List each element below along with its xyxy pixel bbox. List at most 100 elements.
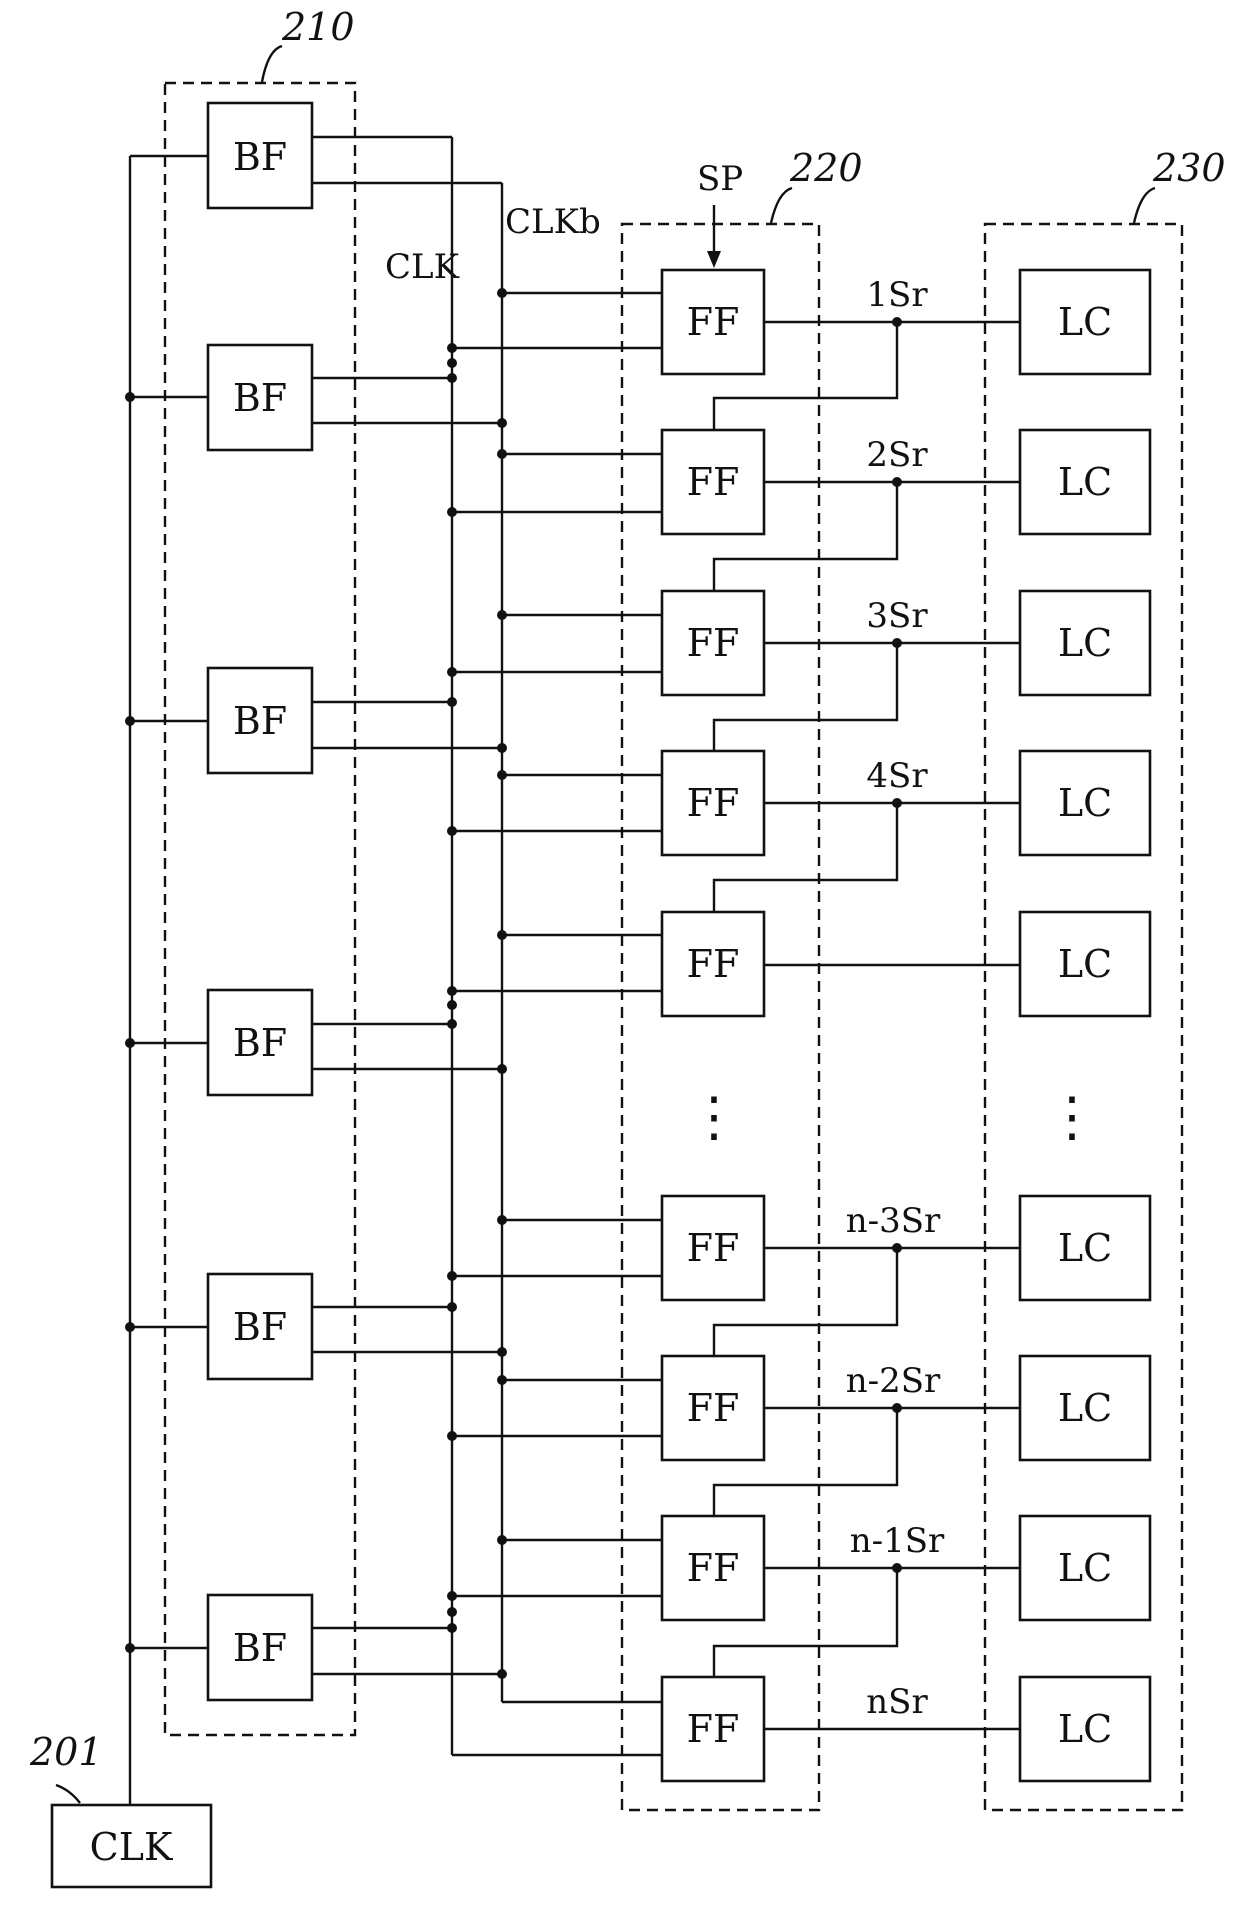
signal-label: n-1Sr (850, 1521, 945, 1561)
junction-dot (497, 1375, 507, 1385)
flipflop-label: FF (687, 1386, 740, 1430)
junction-dot (125, 1643, 135, 1653)
start-pulse-arrowhead (707, 251, 721, 268)
junction-dot (497, 1347, 507, 1357)
buffer-group-leader (262, 46, 282, 82)
buffer-1: BF (130, 103, 502, 208)
stage-n-3: FF LC n-3Sr (447, 1196, 1150, 1356)
junction-dot (497, 449, 507, 459)
junction-dot (125, 392, 135, 402)
stage-3: FF LC 3Sr (447, 591, 1150, 751)
stage-2: FF LC 2Sr (447, 430, 1150, 590)
junction-dot (497, 743, 507, 753)
junction-dot (125, 1322, 135, 1332)
signal-label: 2Sr (866, 435, 928, 475)
signal-label: 4Sr (866, 756, 928, 796)
latch-group-leader (1134, 188, 1155, 223)
junction-dot (447, 986, 457, 996)
buffer-group-ref: 210 (281, 5, 355, 49)
junction-dot (447, 1019, 457, 1029)
latch-label: LC (1058, 621, 1112, 665)
junction-dot (447, 1271, 457, 1281)
junction-dot (497, 770, 507, 780)
signal-node (892, 1403, 902, 1413)
junction-dot (447, 1431, 457, 1441)
latch-label: LC (1058, 1707, 1112, 1751)
stage-5: FF LC (447, 912, 1150, 1016)
junction-dot (447, 507, 457, 517)
buffer-label: BF (233, 1626, 287, 1670)
flipflop-ellipsis: ⋮ (687, 1085, 741, 1148)
start-pulse-label: SP (697, 159, 743, 199)
junction-dot (497, 1669, 507, 1679)
latch-label: LC (1058, 300, 1112, 344)
junction-dot (447, 373, 457, 383)
junction-dot (447, 697, 457, 707)
buffer-label: BF (233, 1305, 287, 1349)
buffer-group-outline (165, 83, 355, 1735)
buffer-label: BF (233, 699, 287, 743)
junction-dot (497, 1215, 507, 1225)
stage-n-2: FF LC n-2Sr (447, 1356, 1150, 1516)
latch-label: LC (1058, 460, 1112, 504)
latch-label: LC (1058, 942, 1112, 986)
flipflop-label: FF (687, 300, 740, 344)
flipflop-label: FF (687, 1226, 740, 1270)
junction-dot (447, 1000, 457, 1010)
stage-4: FF LC 4Sr (447, 751, 1150, 912)
stage-n-1: FF LC n-1Sr (447, 1516, 1150, 1677)
junction-dot (125, 716, 135, 726)
junction-dot (497, 418, 507, 428)
latch-ellipsis: ⋮ (1045, 1085, 1099, 1148)
flipflop-label: FF (687, 781, 740, 825)
signal-node (892, 477, 902, 487)
junction-dot (447, 667, 457, 677)
latch-label: LC (1058, 1226, 1112, 1270)
signal-label: 3Sr (866, 596, 928, 636)
junction-dot (447, 1607, 457, 1617)
latch-label: LC (1058, 781, 1112, 825)
buffer-3: BF (125, 668, 507, 773)
buffer-label: BF (233, 1021, 287, 1065)
junction-dot (497, 610, 507, 620)
flipflop-label: FF (687, 460, 740, 504)
latch-group-ref: 230 (1152, 146, 1226, 190)
signal-label: 1Sr (866, 275, 928, 315)
buffer-5: BF (125, 1274, 507, 1379)
buffer-label: BF (233, 135, 287, 179)
buffer-label: BF (233, 376, 287, 420)
flipflop-label: FF (687, 942, 740, 986)
clock-source-ref: 201 (29, 1730, 103, 1774)
junction-dot (447, 343, 457, 353)
signal-node (892, 1243, 902, 1253)
junction-dot (497, 1535, 507, 1545)
signal-label: nSr (866, 1682, 928, 1722)
junction-dot (447, 1623, 457, 1633)
signal-node (892, 798, 902, 808)
flipflop-group-ref: 220 (789, 146, 863, 190)
junction-dot (497, 1064, 507, 1074)
stage-n: FF LC nSr (452, 1677, 1150, 1781)
stage-1: FF LC 1Sr (447, 270, 1150, 430)
flipflop-label: FF (687, 621, 740, 665)
signal-label: n-2Sr (846, 1361, 941, 1401)
clock-source-label: CLK (90, 1825, 173, 1869)
clk-line-label: CLK (385, 247, 460, 287)
latch-label: LC (1058, 1546, 1112, 1590)
junction-dot (447, 826, 457, 836)
signal-node (892, 638, 902, 648)
clock-source-leader (56, 1785, 80, 1803)
junction-dot (125, 1038, 135, 1048)
junction-dot (497, 930, 507, 940)
clkb-line-label: CLKb (505, 202, 601, 242)
junction-dot (447, 1302, 457, 1312)
signal-node (892, 317, 902, 327)
junction-dot (497, 288, 507, 298)
signal-node (892, 1563, 902, 1573)
signal-label: n-3Sr (846, 1201, 941, 1241)
flipflop-label: FF (687, 1707, 740, 1751)
flipflop-label: FF (687, 1546, 740, 1590)
latch-label: LC (1058, 1386, 1112, 1430)
junction-dot (447, 1591, 457, 1601)
